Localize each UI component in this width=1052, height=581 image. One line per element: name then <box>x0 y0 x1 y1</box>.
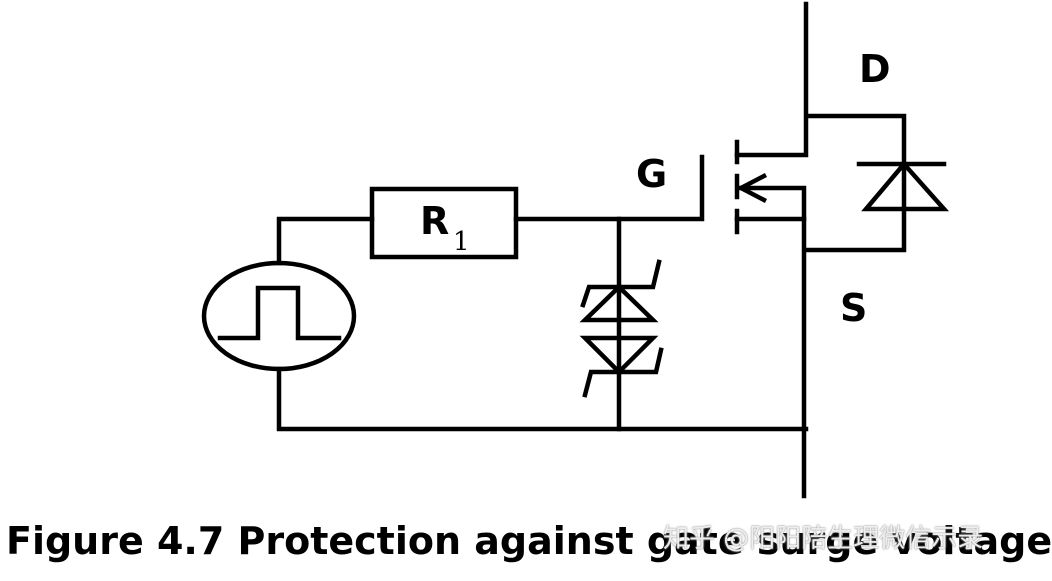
figure-caption: Figure 4.7 Protection against gate surge… <box>6 519 1052 563</box>
pulse-source-ellipse <box>201 260 357 372</box>
source-label: S <box>840 286 867 330</box>
resistor-label: R <box>420 199 449 243</box>
mosfet-drain-lead <box>734 1 809 158</box>
pulse-source <box>201 260 357 372</box>
drain-label: D <box>859 47 891 91</box>
watermark: 知乎 @阳阳陪生理微信示录 <box>663 524 984 554</box>
gate-label: G <box>636 152 667 196</box>
wire-source-to-resistor <box>276 216 375 266</box>
circuit-diagram: R 1 D G S <box>201 1 950 499</box>
wire-drain-to-diode <box>805 113 907 253</box>
zener-diode-pair <box>579 259 664 398</box>
zener-bottom-bar <box>582 347 664 398</box>
body-diode <box>805 113 950 253</box>
resistor-subscript: 1 <box>453 227 470 257</box>
mosfet-arrow-icon <box>736 172 768 204</box>
wire-source-to-ground <box>276 366 809 432</box>
resistor-r1: R 1 <box>369 186 519 260</box>
zener-top-triangle <box>579 283 659 323</box>
mosfet <box>734 1 809 499</box>
resistor-body <box>369 186 519 260</box>
mosfet-source-lead <box>734 216 807 499</box>
pulse-waveform-icon <box>217 285 342 341</box>
body-diode-triangle <box>861 160 950 212</box>
zener-top-bar <box>580 259 662 308</box>
zener-bottom-triangle <box>579 335 659 376</box>
mosfet-body-lead <box>738 185 807 222</box>
wire-resistor-to-gate <box>513 154 705 222</box>
